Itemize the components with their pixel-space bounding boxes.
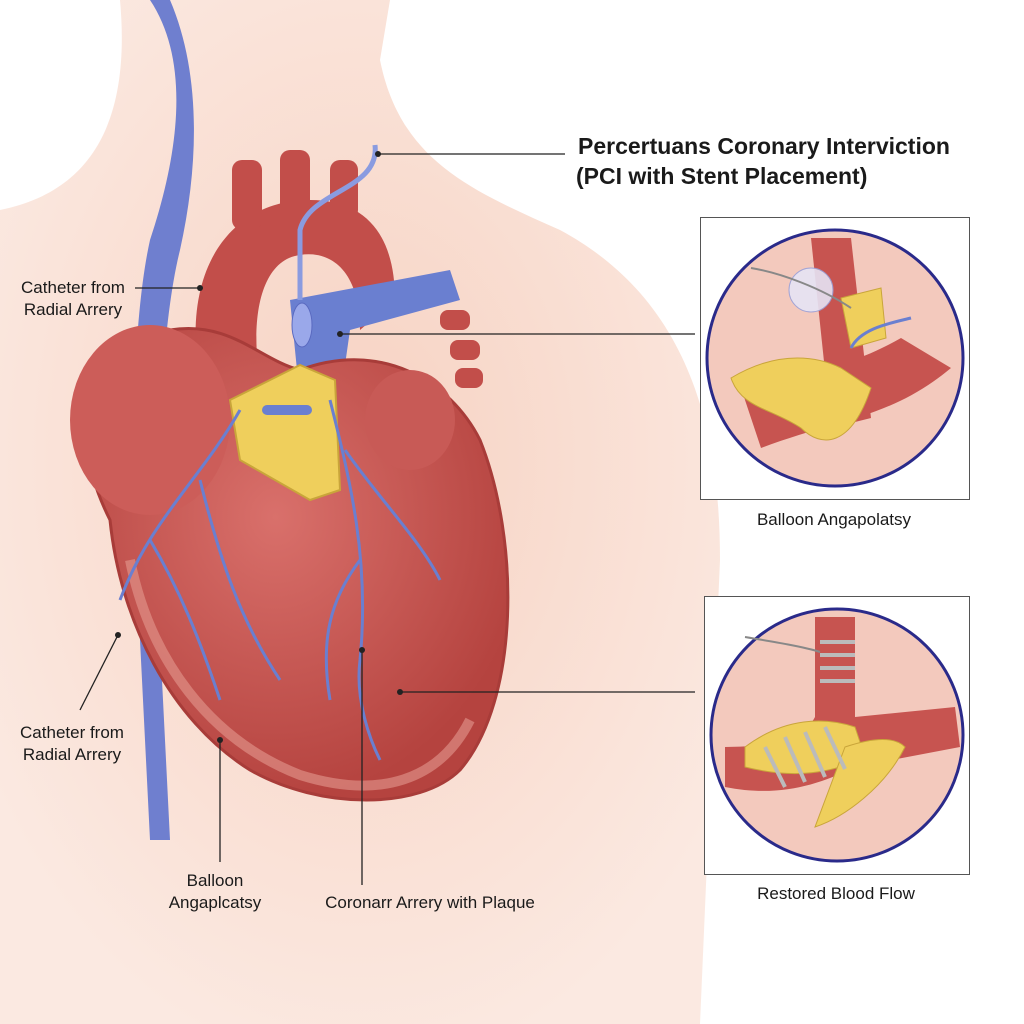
inset-balloon-caption: Balloon Angapolatsy	[756, 510, 912, 529]
aortic-arch	[195, 200, 395, 380]
label-coronary-plaque: Coronarr Arrery with Plaque	[325, 893, 535, 912]
title-line-1: Percertuans Coronary Interviction	[578, 133, 950, 159]
inset-stent	[704, 596, 970, 875]
inset-stent-caption: Restored Blood Flow	[757, 884, 915, 903]
leader-lines	[79, 153, 695, 885]
inset-balloon	[700, 217, 970, 500]
stent-detail-illustration	[709, 607, 965, 863]
right-atrium	[70, 325, 230, 515]
title-line-2: (PCI with Stent Placement)	[576, 163, 868, 189]
balloon-detail-illustration	[705, 228, 965, 488]
plaque	[228, 363, 342, 502]
coronary-arteries	[118, 399, 442, 761]
left-atrium	[365, 370, 455, 470]
page-title: Percertuans Coronary Interviction (PCI w…	[576, 131, 950, 191]
catheter	[297, 144, 378, 300]
